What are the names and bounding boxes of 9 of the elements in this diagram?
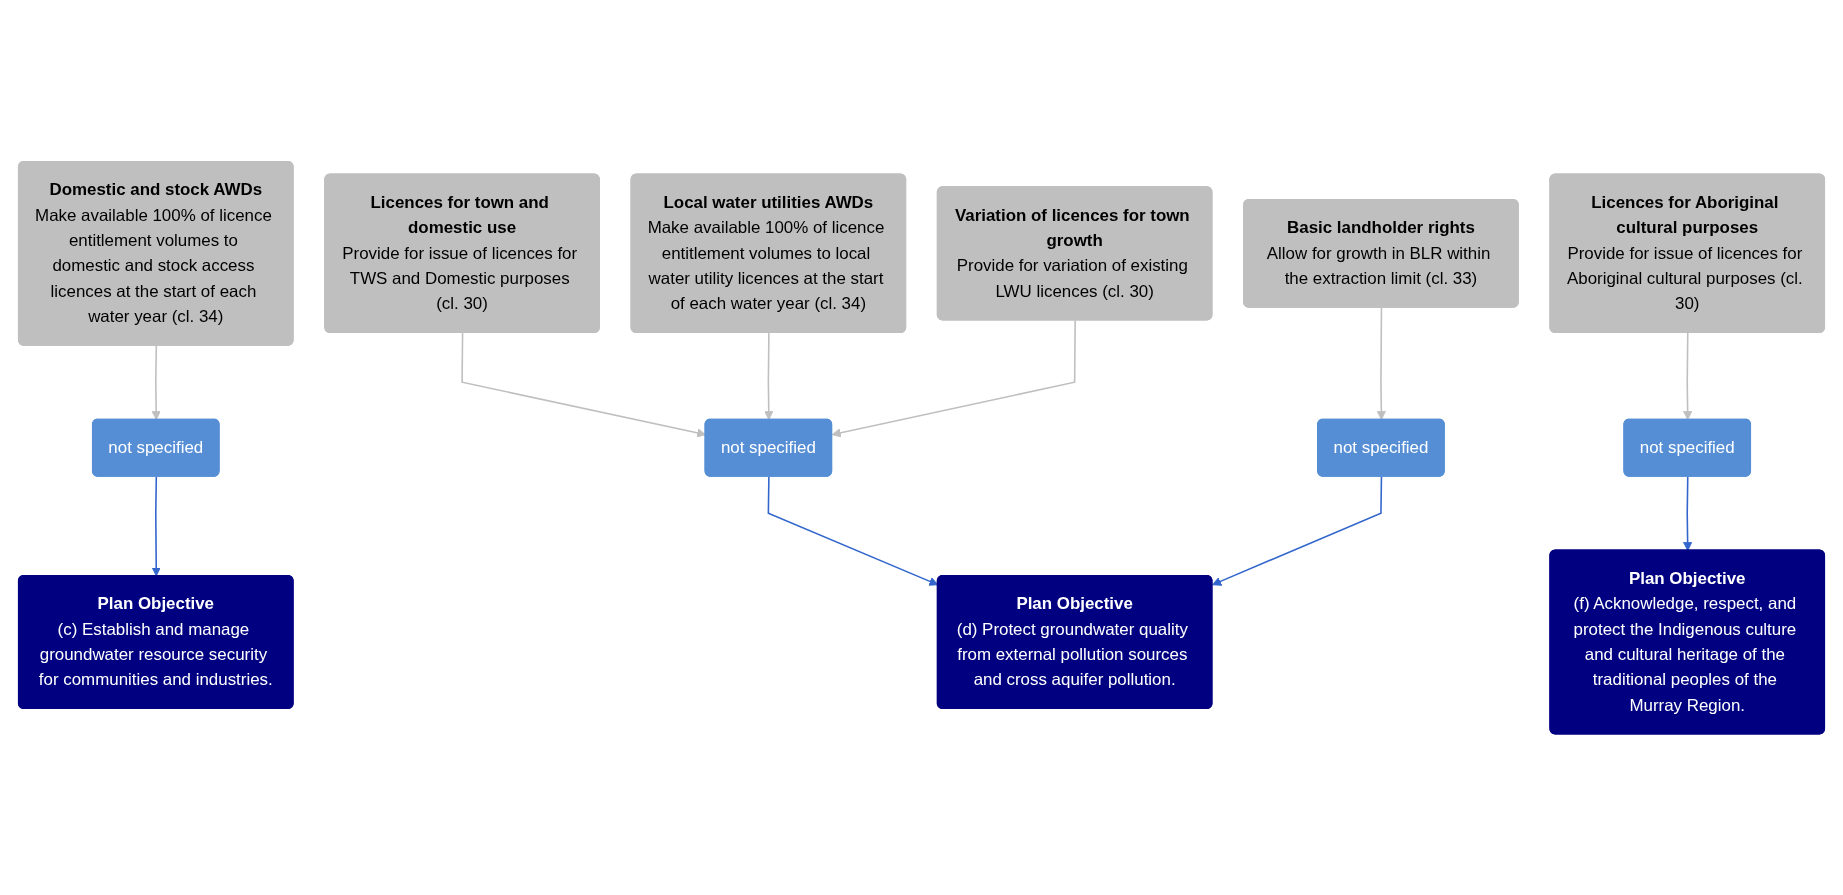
arrow [764, 332, 774, 420]
arrow [1212, 475, 1383, 586]
arrow [151, 475, 161, 577]
arrow [831, 319, 1076, 438]
arrow [1683, 332, 1693, 420]
arrow [151, 344, 161, 420]
arrow [1683, 475, 1693, 551]
arrow [461, 332, 706, 438]
arrow [1376, 306, 1386, 420]
